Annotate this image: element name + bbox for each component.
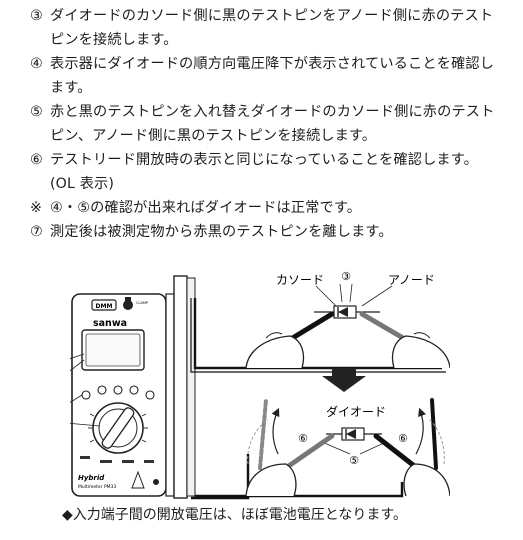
meter-brand: sanwa — [93, 318, 127, 329]
multimeter: DMM CLAMP sanwa — [70, 275, 196, 499]
instruction-step-3: ③ ダイオードのカソード側に黒のテストピンをアノード側に赤のテストピンを接続します… — [30, 4, 500, 52]
clamp-mode-label: CLAMP — [136, 301, 148, 305]
instruction-step-6: ⑥ テストリード開放時の表示と同じになっていることを確認します。(OL 表示) — [30, 148, 500, 196]
swap-arrow-left-icon — [271, 407, 280, 455]
test-lead-wires — [190, 298, 446, 500]
instruction-list: ③ ダイオードのカソード側に黒のテストピンをアノード側に赤のテストピンを接続します… — [30, 4, 500, 244]
step-text: ダイオードのカソード側に黒のテストピンをアノード側に赤のテストピンを接続します。 — [50, 8, 494, 48]
step-text: 表示器にダイオードの順方向電圧降下が表示されていることを確認します。 — [50, 56, 495, 96]
swap-arrow-right-icon — [415, 407, 426, 455]
down-arrow-icon — [322, 368, 366, 392]
footer-note: ◆入力端子間の開放電圧は、ほぼ電池電圧となります。 — [62, 507, 407, 523]
diode-label: ダイオード — [326, 404, 386, 419]
dmm-mode-badge — [91, 299, 117, 311]
bottom-diode-test: ダイオード ⑤ ⑥ ⑥ — [245, 398, 450, 497]
note-mark: ※ — [30, 200, 43, 216]
anode-label: アノード — [388, 273, 435, 287]
model-label: Multimeter PM33 — [78, 484, 116, 490]
step5-callout: ⑤ — [349, 454, 359, 467]
step-text: テストリード開放時の表示と同じになっていることを確認します。(OL 表示) — [50, 152, 478, 192]
step6-right-callout: ⑥ — [398, 432, 408, 445]
step-text: 赤と黒のテストピンを入れ替えダイオードのカソード側に赤のテストピン、アノード側に… — [50, 104, 495, 144]
step-number: ⑤ — [30, 104, 43, 120]
dmm-mode-label: DMM — [96, 303, 113, 310]
diode-test-diagram: DMM CLAMP sanwa — [70, 270, 450, 500]
top-diode-test: カソード アノード ③ — [245, 270, 450, 392]
hybrid-label: Hybrid — [78, 474, 105, 482]
instruction-step-4: ④ 表示器にダイオードの順方向電圧降下が表示されていることを確認します。 — [30, 52, 500, 100]
instruction-note: ※ ④・⑤の確認が出来ればダイオードは正常です。 — [30, 196, 500, 220]
step-number: ④ — [30, 56, 43, 72]
step-number: ③ — [30, 8, 43, 24]
cathode-label: カソード — [276, 273, 324, 287]
note-text: ④・⑤の確認が出来ればダイオードは正常です。 — [50, 200, 362, 216]
step-text: 測定後は被測定物から赤黒のテストピンを離します。 — [50, 224, 393, 240]
step-number: ⑥ — [30, 152, 43, 168]
step6-left-callout: ⑥ — [298, 432, 308, 445]
instruction-step-7: ⑦ 測定後は被測定物から赤黒のテストピンを離します。 — [30, 220, 500, 244]
step-number: ⑦ — [30, 224, 43, 240]
step3-callout: ③ — [341, 270, 351, 283]
instruction-step-5: ⑤ 赤と黒のテストピンを入れ替えダイオードのカソード側に赤のテストピン、アノード側… — [30, 100, 500, 148]
